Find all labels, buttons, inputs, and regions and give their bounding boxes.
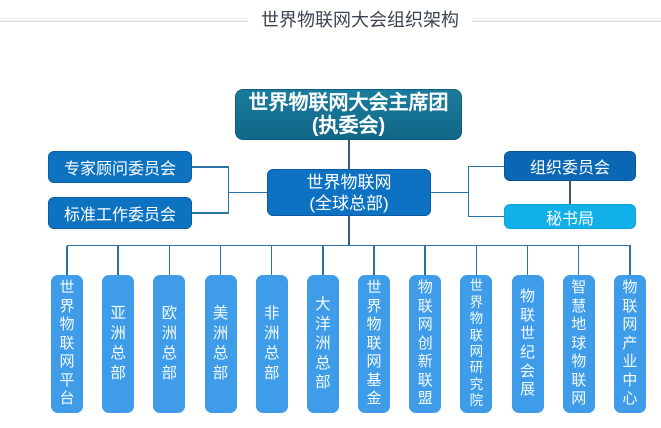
connector-right-bracket <box>467 165 470 217</box>
connector-orgcomm-to-secretariat <box>569 181 571 204</box>
org-node-expert-advisory-committee: 专家顾问委员会 <box>48 151 192 183</box>
connector-hq-to-right <box>431 191 469 193</box>
org-node-presidium-line2: (执委会) <box>311 114 386 137</box>
org-node-iot-platform: 世界物联网平台 <box>51 275 83 413</box>
connector-right2-stub <box>467 215 504 217</box>
org-node-europe-hq: 欧洲总部 <box>153 275 186 413</box>
org-node-headquarters: 世界物联网 (全球总部) <box>267 169 431 216</box>
connector-left-bracket <box>227 166 229 214</box>
org-node-century-expo: 物联世纪会展 <box>511 275 544 413</box>
org-node-standards-working-committee: 标准工作委员会 <box>48 197 192 229</box>
org-node-asia-hq: 亚洲总部 <box>102 275 135 413</box>
org-node-headquarters-line1: 世界物联网 <box>306 172 392 192</box>
org-node-headquarters-line2: (全球总部) <box>309 193 389 213</box>
connector-hq-to-rake <box>347 216 350 246</box>
org-node-americas-hq: 美洲总部 <box>204 275 237 413</box>
connector-bottom-stubs <box>51 246 646 275</box>
org-node-secretariat: 秘书局 <box>504 204 636 229</box>
org-node-africa-hq: 非洲总部 <box>255 275 288 413</box>
org-node-presidium-line1: 世界物联网大会主席团 <box>248 91 449 114</box>
org-node-industry-center: 物联网产业中心 <box>613 275 646 413</box>
org-node-organizing-committee: 组织委员会 <box>504 151 636 181</box>
org-node-presidium: 世界物联网大会主席团 (执委会) <box>235 89 462 140</box>
org-node-innovation-alliance: 物联网创新联盟 <box>409 275 442 413</box>
connector-left1-stub <box>192 166 229 168</box>
page-title: 世界物联网大会组织架构 <box>248 9 472 31</box>
connector-root-to-hq <box>347 140 350 169</box>
org-node-smart-earth-iot: 智慧地球物联网 <box>562 275 595 413</box>
org-node-iot-fund: 世界物联网基金 <box>358 275 391 413</box>
org-node-research-institute: 世界物联网研究院 <box>460 275 493 413</box>
org-node-oceania-hq: 大洋洲总部 <box>306 275 339 413</box>
connector-left2-stub <box>192 212 229 214</box>
connector-left-to-hq <box>227 191 268 193</box>
connector-right1-stub <box>467 165 504 167</box>
org-bottom-row: 世界物联网平台 亚洲总部 欧洲总部 美洲总部 非洲总部 大洋洲总部 世界物联网基… <box>51 275 646 413</box>
connector-rake <box>67 244 631 247</box>
